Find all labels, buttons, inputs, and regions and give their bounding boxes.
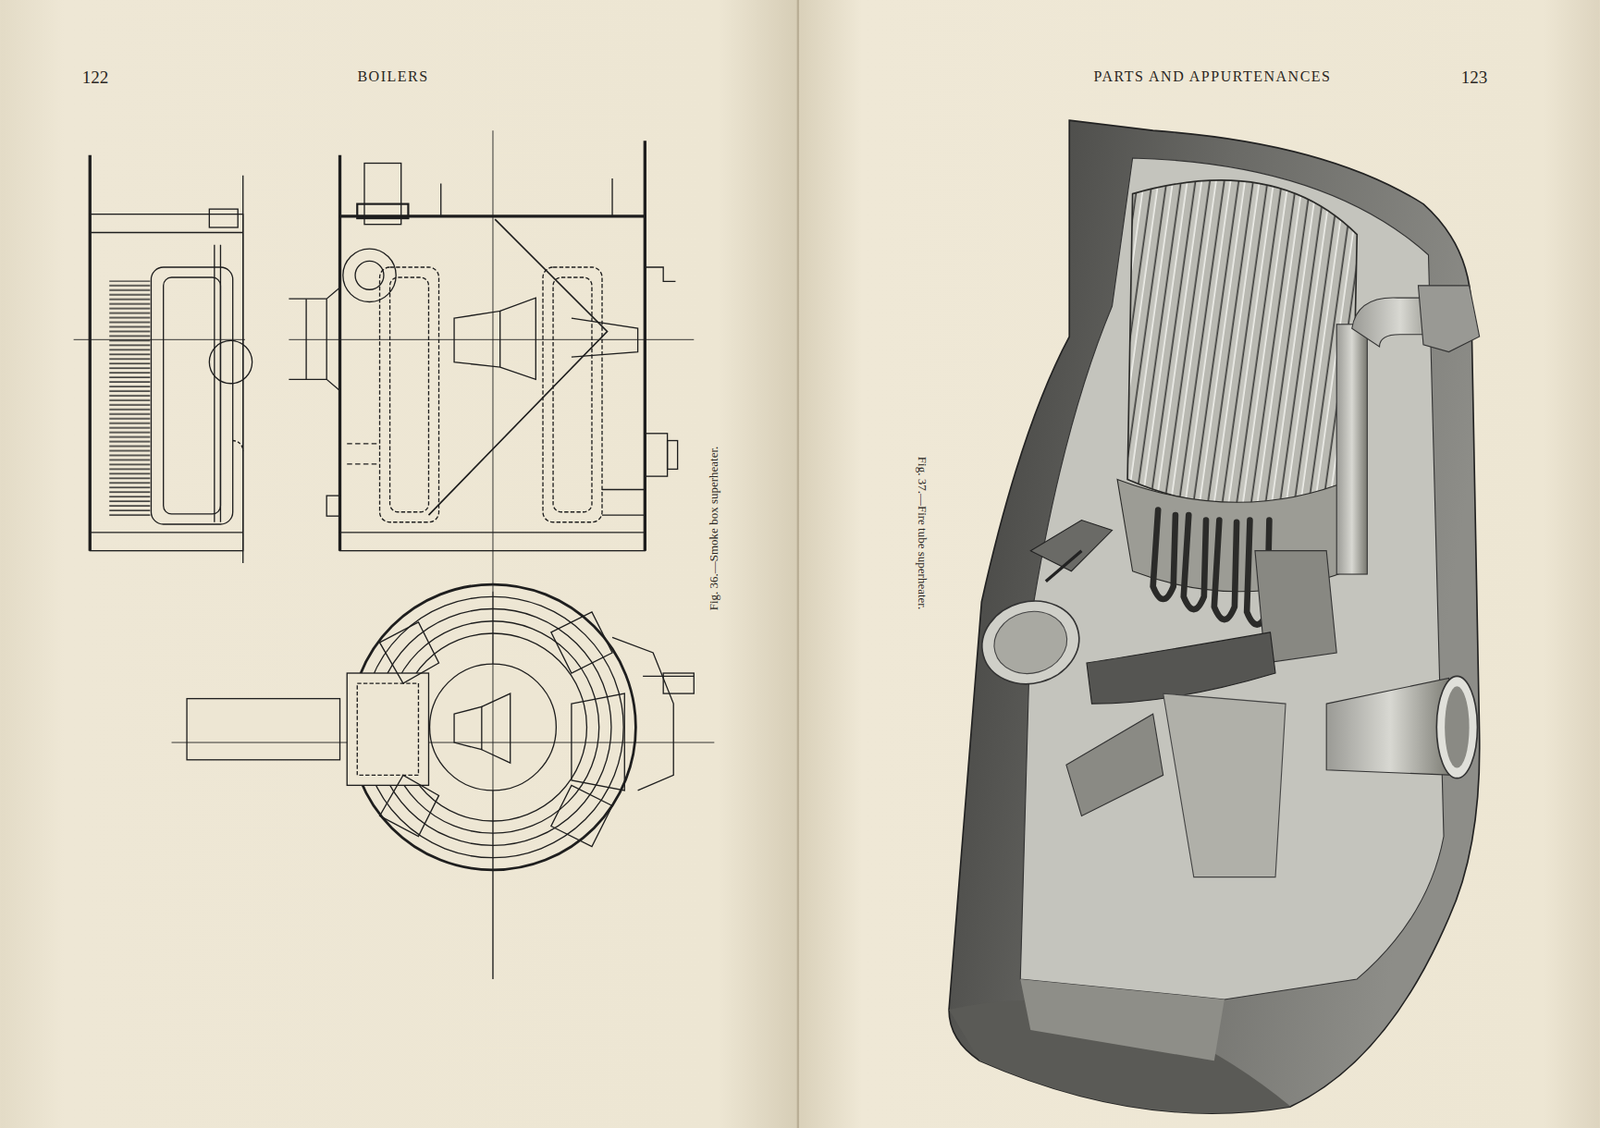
running-head: PARTS AND APPURTENANCES — [1094, 69, 1332, 85]
figure-caption: Fig. 37.—Fire tube superheater. — [916, 455, 929, 609]
fire-tube-superheater-illustration — [948, 120, 1480, 1114]
page-number: 122 — [82, 68, 110, 87]
smoke-box-drawing — [73, 130, 715, 980]
gutter — [797, 0, 800, 1128]
left-page — [0, 0, 799, 1128]
page-number: 123 — [1461, 68, 1489, 87]
right-page — [798, 0, 1600, 1128]
running-head: BOILERS — [356, 69, 429, 85]
figure-caption: Fig. 36.—Smoke box superheater. — [708, 445, 721, 611]
